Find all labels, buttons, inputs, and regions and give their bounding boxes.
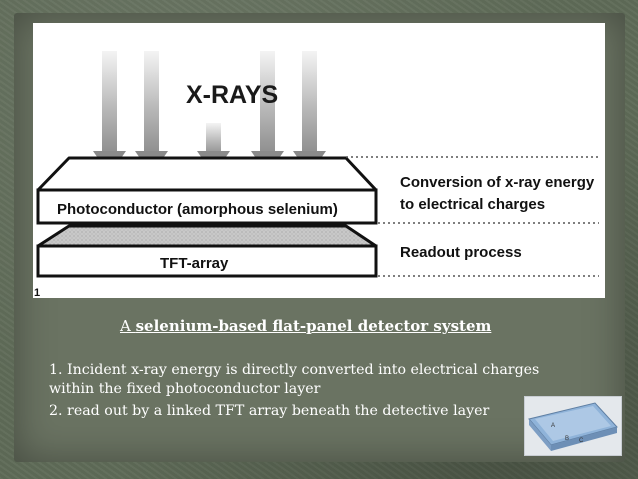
photoconductor-layer: Photoconductor (amorphous selenium) <box>36 156 378 225</box>
tft-array-layer: TFT-array <box>36 224 378 278</box>
corner-mark: 1 <box>34 287 40 298</box>
xray-arrow <box>251 51 284 175</box>
caption-prefix: A <box>120 317 136 335</box>
xray-arrow <box>93 51 126 175</box>
caption-title: selenium-based flat-panel detector syste… <box>135 317 492 335</box>
conversion-label-line1: Conversion of x-ray energy <box>400 174 595 191</box>
xray-arrow <box>135 51 168 175</box>
photoconductor-label: Photoconductor (amorphous selenium) <box>57 201 338 218</box>
xray-arrow <box>293 51 326 175</box>
detector-diagram: X-RAYS Photoconductor (amorphous seleniu… <box>33 23 605 298</box>
point-2: 2. read out by a linked TFT array beneat… <box>49 403 490 419</box>
thumb-label-b: B <box>565 436 569 442</box>
readout-label: Readout process <box>400 244 522 261</box>
xray-arrows <box>93 51 326 175</box>
detector-thumbnail-image: A B C <box>524 396 622 456</box>
thumb-label-c: C <box>579 438 584 444</box>
figure-caption: A selenium-based flat-panel detector sys… <box>120 316 580 336</box>
xrays-label: X-RAYS <box>186 81 278 109</box>
point-1: 1. Incident x-ray energy is directly con… <box>49 362 540 397</box>
thumb-label-a: A <box>551 423 555 429</box>
conversion-label-line2: to electrical charges <box>400 196 545 213</box>
tft-label: TFT-array <box>160 255 229 272</box>
